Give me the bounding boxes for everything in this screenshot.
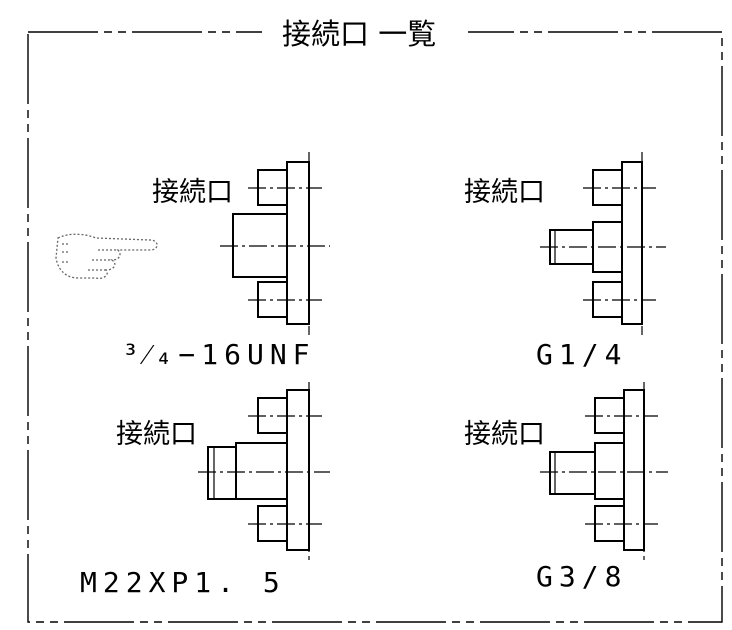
fitting-bottom-left <box>198 382 330 560</box>
flange-plate <box>623 389 645 551</box>
flange-plate <box>286 389 310 551</box>
port-hex <box>594 442 625 500</box>
port-thread <box>207 446 237 500</box>
connection-label-bottom-left: 接続口 <box>116 419 197 450</box>
title-gap <box>262 12 468 52</box>
spec-top-left: ³⁄₄−16UNF <box>122 338 316 371</box>
fitting-top-left <box>220 152 330 335</box>
spec-bottom-left: M22XP1. 5 <box>80 566 286 599</box>
connection-label-top-right: 接続口 <box>464 177 545 208</box>
port-hex <box>235 442 288 500</box>
fitting-bottom-right <box>540 382 668 560</box>
pointing-hand-icon <box>55 233 158 280</box>
connection-label-bottom-right: 接続口 <box>464 419 545 450</box>
spec-top-right: G1/4 <box>536 338 627 371</box>
fitting-top-right <box>540 152 666 335</box>
port-thread <box>549 451 596 495</box>
page-title: 接続口 一覧 <box>282 17 436 51</box>
spec-bottom-right: G3/8 <box>536 560 627 593</box>
connection-label-top-left: 接続口 <box>152 177 233 208</box>
